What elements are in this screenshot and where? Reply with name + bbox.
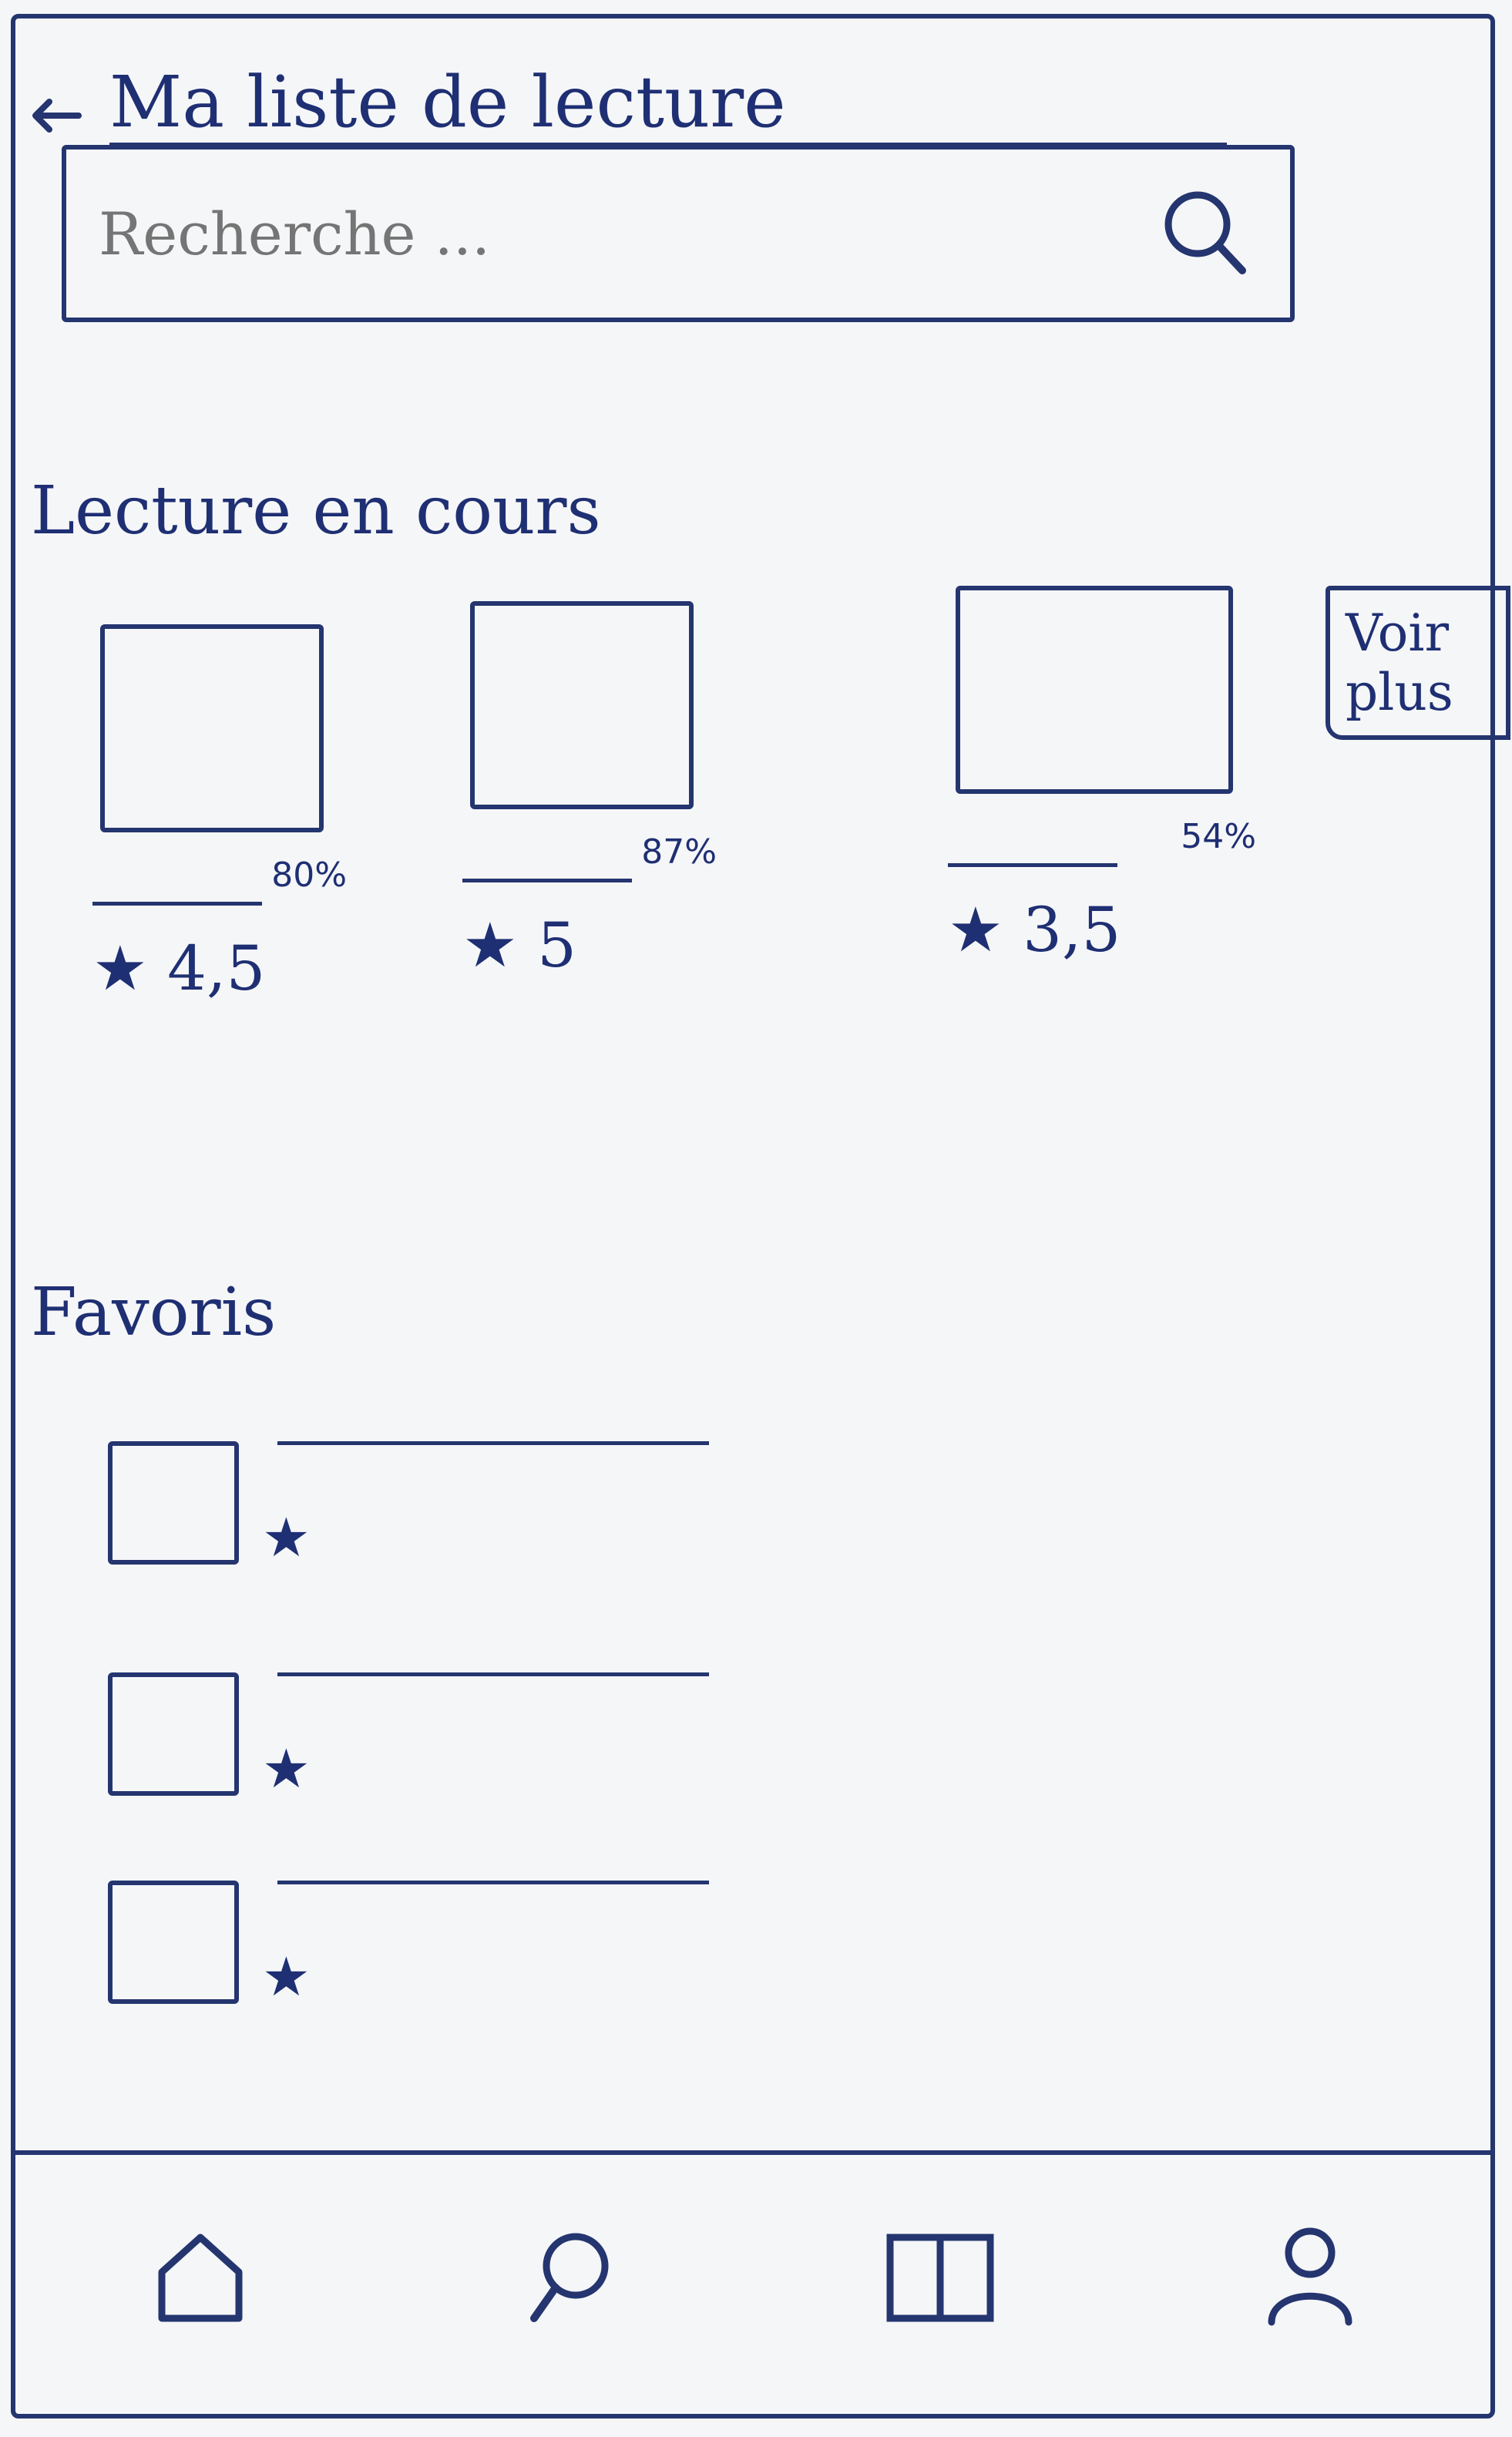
- header: Ma liste de lecture: [26, 54, 1305, 146]
- list-item[interactable]: ★: [108, 1657, 724, 1811]
- book-title-line: [948, 863, 1117, 867]
- book-cover[interactable]: [956, 586, 1233, 794]
- favorites-title: Favoris: [31, 1274, 277, 1351]
- star-icon: ★: [262, 1945, 311, 2008]
- nav-home[interactable]: [135, 2210, 266, 2341]
- nav-profile[interactable]: [1245, 2210, 1376, 2341]
- voir-plus-label-line2: plus: [1346, 663, 1453, 722]
- search-bar[interactable]: [62, 145, 1295, 322]
- list-item[interactable]: ★: [108, 1865, 724, 2019]
- back-button[interactable]: [26, 85, 88, 146]
- book-progress: 80%: [271, 855, 347, 895]
- arrow-left-icon: [32, 99, 82, 133]
- book-rating: ★ 4,5: [92, 933, 266, 1004]
- current-reading-title: Lecture en cours: [31, 472, 601, 550]
- nav-search[interactable]: [505, 2210, 636, 2341]
- favorite-title-line: [277, 1881, 709, 1884]
- page-title: Ma liste de lecture: [109, 67, 1227, 146]
- book-progress: 54%: [1181, 817, 1256, 856]
- favorite-title-line: [277, 1441, 709, 1445]
- list-item[interactable]: ★: [108, 1426, 724, 1580]
- search-input[interactable]: [97, 198, 1102, 269]
- favorite-title-line: [277, 1672, 709, 1676]
- voir-plus-label-line1: Voir: [1346, 603, 1449, 663]
- book-title-line: [462, 879, 632, 882]
- favorites-list: ★ ★ ★: [0, 1426, 1512, 2119]
- book-icon: [886, 2234, 994, 2322]
- book-rating: ★ 5: [462, 909, 577, 981]
- book-cover[interactable]: [100, 624, 324, 832]
- book-progress: 87%: [641, 832, 717, 872]
- search-icon: [530, 2233, 609, 2322]
- favorite-thumbnail[interactable]: [108, 1881, 239, 2004]
- star-icon: ★: [262, 1737, 311, 1800]
- book-title-line: [92, 902, 262, 906]
- profile-icon: [1268, 2227, 1352, 2326]
- book-rating: ★ 3,5: [948, 894, 1121, 966]
- current-reading-list: 80% ★ 4,5 87% ★ 5 54% ★ 3,5: [0, 586, 1512, 1064]
- bottom-nav: [15, 2150, 1495, 2397]
- search-icon[interactable]: [1151, 180, 1259, 287]
- voir-plus-button[interactable]: Voir plus: [1326, 586, 1510, 740]
- phone-frame: [11, 14, 1495, 2419]
- favorite-thumbnail[interactable]: [108, 1672, 239, 1796]
- star-icon: ★: [262, 1506, 311, 1569]
- favorite-thumbnail[interactable]: [108, 1441, 239, 1565]
- nav-library[interactable]: [875, 2210, 1006, 2341]
- home-icon: [158, 2234, 243, 2322]
- book-cover[interactable]: [470, 601, 694, 809]
